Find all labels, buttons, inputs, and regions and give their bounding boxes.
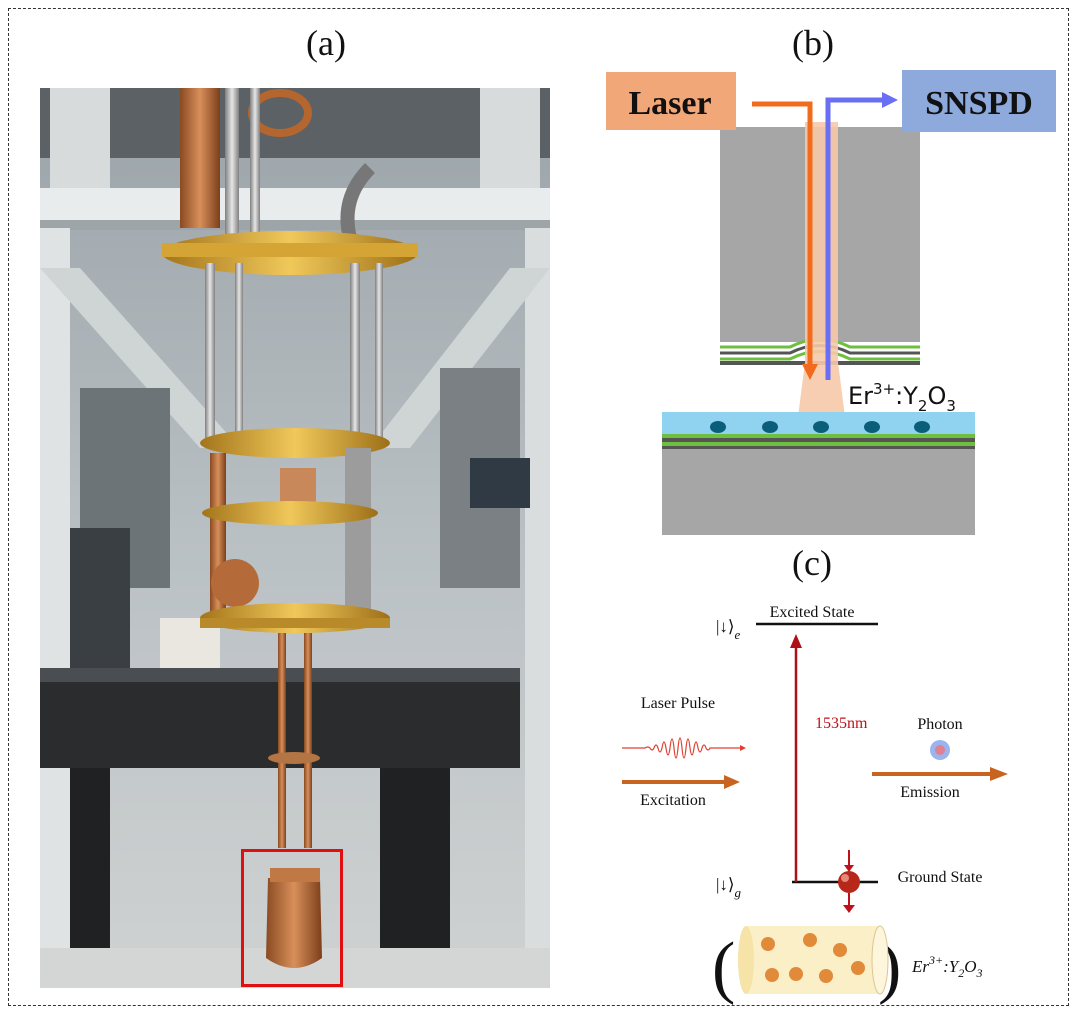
- ket-ground: |↓⟩g: [716, 875, 742, 900]
- panel-label-a: (a): [306, 23, 346, 63]
- figure-frame: [8, 8, 1069, 1006]
- laser-pulse-label: Laser Pulse: [641, 695, 715, 712]
- panel-label-b: (b): [792, 23, 834, 63]
- cryostat-photo: [40, 88, 550, 988]
- excitation-label: Excitation: [640, 792, 706, 809]
- laser-beam-cone: [798, 122, 845, 417]
- photon-label: Photon: [917, 716, 962, 733]
- snspd-label: SNSPD: [925, 85, 1033, 122]
- ground-state-label: Ground State: [898, 869, 983, 886]
- laser-label: Laser: [628, 85, 711, 122]
- crystal-formula-label: Er3+:Y2O3: [911, 953, 983, 980]
- excited-state-label: Excited State: [770, 604, 855, 621]
- crystal-cylinder: [738, 925, 889, 995]
- laser-pulse-wave: [622, 737, 740, 759]
- laser-arrow: [752, 101, 813, 367]
- sample-formula-label: Er3+:Y2O3: [848, 380, 956, 415]
- sample-holder-highlight: [241, 849, 343, 987]
- ket-excited: |↓⟩e: [716, 617, 741, 642]
- electron-icon: [838, 871, 860, 893]
- panel-b-schematic: Laser SNSPD Er3+:Y2O3: [606, 70, 1056, 535]
- snspd-box: [902, 70, 1056, 132]
- erbium-ions: [710, 421, 930, 433]
- panel-c-energy-diagram: Excited State |↓⟩e Ground State |↓⟩g 153…: [622, 604, 1008, 1006]
- laser-box: [606, 72, 736, 130]
- panel-label-c: (c): [792, 543, 832, 583]
- emission-label: Emission: [900, 784, 960, 801]
- wavelength-label: 1535nm: [815, 715, 868, 732]
- snspd-arrow: [825, 97, 884, 380]
- substrate: [662, 449, 975, 535]
- left-bracket: (: [712, 929, 735, 1006]
